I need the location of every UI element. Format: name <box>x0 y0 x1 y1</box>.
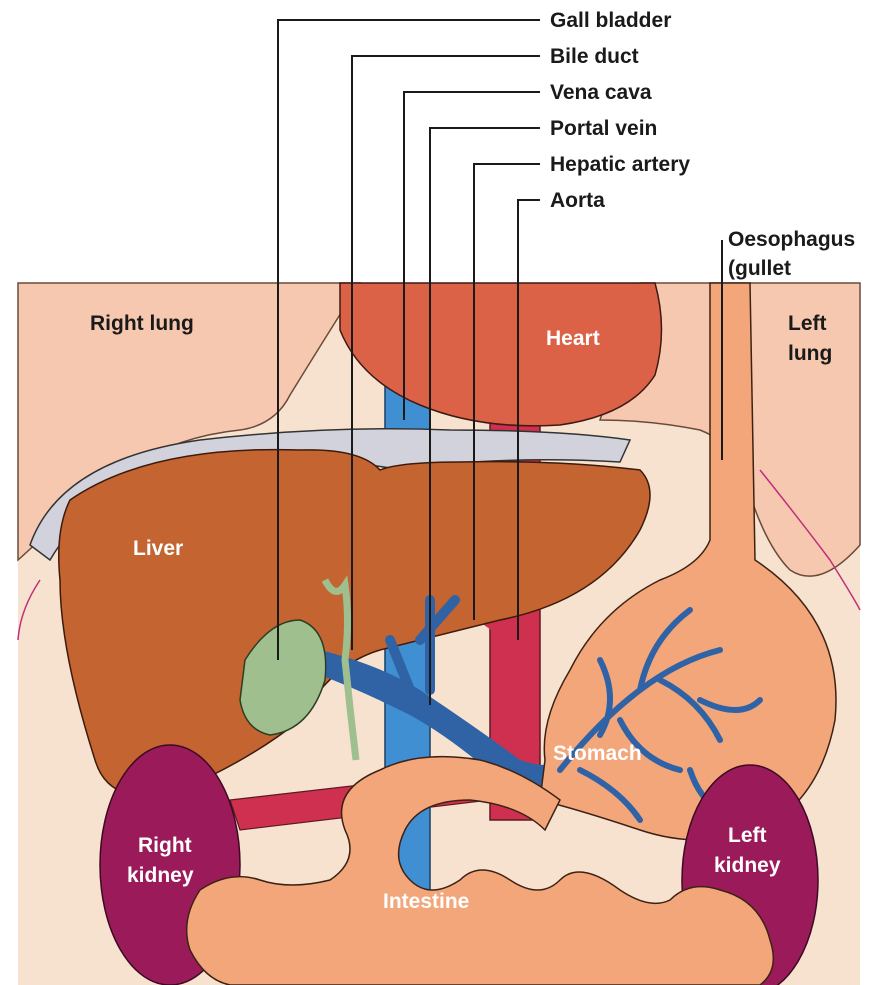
label-hepatic-artery: Hepatic artery <box>550 153 690 176</box>
label-left-lung-line2: lung <box>788 342 832 365</box>
label-portal-vein: Portal vein <box>550 117 657 140</box>
label-heart: Heart <box>546 327 600 350</box>
label-right-lung: Right lung <box>90 312 194 335</box>
label-left-kidney-line2: kidney <box>714 854 781 877</box>
label-right-kidney-line2: kidney <box>127 864 194 887</box>
label-aorta: Aorta <box>550 189 605 212</box>
label-right-kidney-line1: Right <box>138 834 192 857</box>
label-left-kidney-line1: Left <box>728 824 767 847</box>
label-gall-bladder: Gall bladder <box>550 9 671 32</box>
label-bile-duct: Bile duct <box>550 45 639 68</box>
label-left-lung-line1: Left <box>788 312 827 335</box>
label-oesophagus-line1: Oesophagus <box>728 228 855 251</box>
label-vena-cava: Vena cava <box>550 81 652 104</box>
label-oesophagus-line2: (gullet <box>728 257 791 280</box>
label-stomach: Stomach <box>553 742 642 765</box>
label-liver: Liver <box>133 537 183 560</box>
label-intestine: Intestine <box>383 890 469 913</box>
